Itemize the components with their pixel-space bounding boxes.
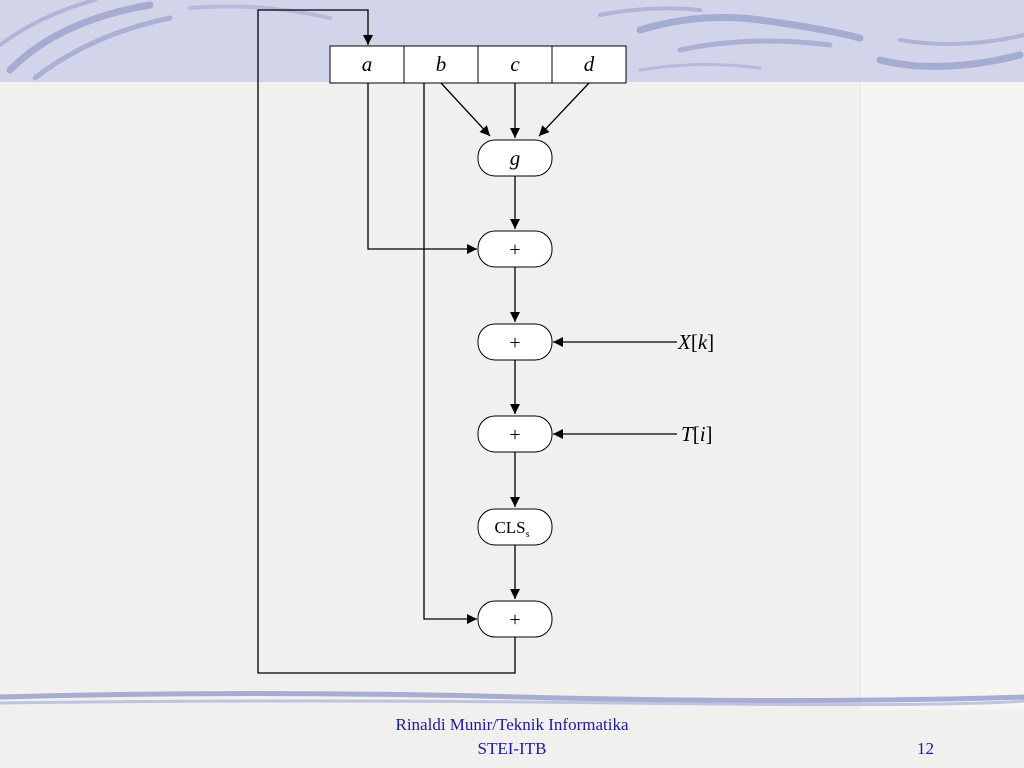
footer-author: Rinaldi Munir/Teknik Informatika xyxy=(0,715,1024,735)
register-a: a xyxy=(362,52,373,76)
node-add-3: + xyxy=(478,416,552,452)
arrow-b-to-g xyxy=(441,83,490,136)
arrow-a-to-add1 xyxy=(368,83,477,249)
register-c: c xyxy=(510,52,520,76)
footer-institution: STEI-ITB xyxy=(0,739,1024,759)
cls-label: CLS xyxy=(494,518,525,537)
svg-text:+: + xyxy=(509,239,520,261)
node-add-2: + xyxy=(478,324,552,360)
register-row: a b c d xyxy=(330,46,626,83)
svg-text:CLSs: CLSs xyxy=(494,518,529,540)
svg-text:+: + xyxy=(509,424,520,446)
node-add-4: + xyxy=(478,601,552,637)
register-b: b xyxy=(436,52,447,76)
register-d: d xyxy=(584,52,595,76)
node-add-1: + xyxy=(478,231,552,267)
input-x-k: X[k] xyxy=(677,330,714,354)
svg-text:g: g xyxy=(510,146,521,170)
page-number: 12 xyxy=(917,739,934,759)
connections xyxy=(258,10,677,673)
input-t-i: T[i] xyxy=(681,422,713,446)
node-g: g xyxy=(478,140,552,176)
svg-text:+: + xyxy=(509,332,520,354)
arrow-b-to-add4 xyxy=(424,83,477,619)
cls-subscript: s xyxy=(526,529,530,540)
feedback-line-to-a xyxy=(258,10,515,673)
arrow-d-to-g xyxy=(539,83,589,136)
node-cls: CLSs xyxy=(478,509,552,545)
svg-text:+: + xyxy=(509,609,520,631)
